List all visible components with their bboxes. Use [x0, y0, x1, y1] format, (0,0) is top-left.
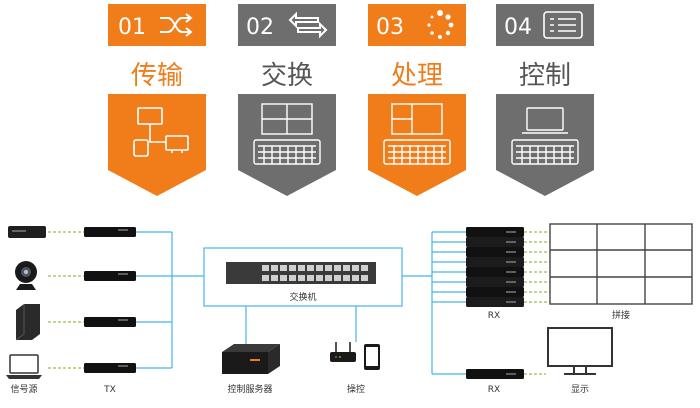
laptop-control-icon [511, 107, 579, 165]
processor-icon [383, 103, 451, 165]
feature-number: 01 [118, 15, 146, 40]
control-label: 操控 [347, 383, 365, 395]
feature-processing: 03 处理 [368, 4, 466, 196]
feature-number: 02 [246, 15, 274, 40]
feature-pennant [108, 94, 206, 196]
feature-control: 04 控制 [496, 4, 594, 196]
dvd-player-icon [8, 226, 46, 238]
shuffle-icon [160, 13, 193, 37]
tablet-icon [364, 344, 380, 370]
pc-tower-icon [15, 304, 40, 341]
monitor-icon [547, 327, 613, 375]
network-switch: 交换机 [203, 247, 403, 307]
feature-title: 控制 [519, 61, 571, 91]
laptop-icon [6, 354, 42, 379]
webcam-icon [15, 261, 37, 290]
video-wall [549, 223, 693, 305]
control-server [222, 344, 280, 374]
sources-label: 信号源 [10, 383, 37, 395]
rx-bottom-label: RX [488, 385, 500, 395]
feature-number: 04 [504, 15, 532, 40]
feature-switching: 02 交换 [238, 4, 336, 196]
feature-number: 03 [376, 15, 404, 40]
feature-title: 交换 [261, 61, 313, 91]
feature-pennant [496, 94, 594, 196]
feature-title: 传输 [131, 61, 183, 91]
settings-list-icon [543, 11, 583, 39]
display-label: 显示 [571, 384, 589, 395]
connection-lines [48, 231, 550, 375]
tx-label: TX [103, 385, 116, 395]
transmission-icon [133, 107, 189, 157]
feature-transmission: 01 传输 [108, 4, 206, 196]
loading-dots-icon [427, 10, 454, 39]
router-icon [330, 342, 356, 362]
switch-matrix-icon [253, 103, 321, 165]
rx-top-label: RX [488, 311, 500, 321]
videowall-label: 拼接 [612, 309, 630, 321]
source-devices [6, 226, 46, 379]
feature-title: 处理 [391, 61, 443, 91]
switch-label: 交换机 [289, 291, 316, 303]
feature-header-bar [496, 4, 594, 46]
feature-header-bar [108, 4, 206, 46]
rx-decoders [466, 227, 524, 379]
tx-encoders [84, 227, 136, 373]
feature-pennant [368, 94, 466, 196]
swap-arrows-icon [288, 11, 328, 39]
server-label: 控制服务器 [227, 383, 272, 395]
